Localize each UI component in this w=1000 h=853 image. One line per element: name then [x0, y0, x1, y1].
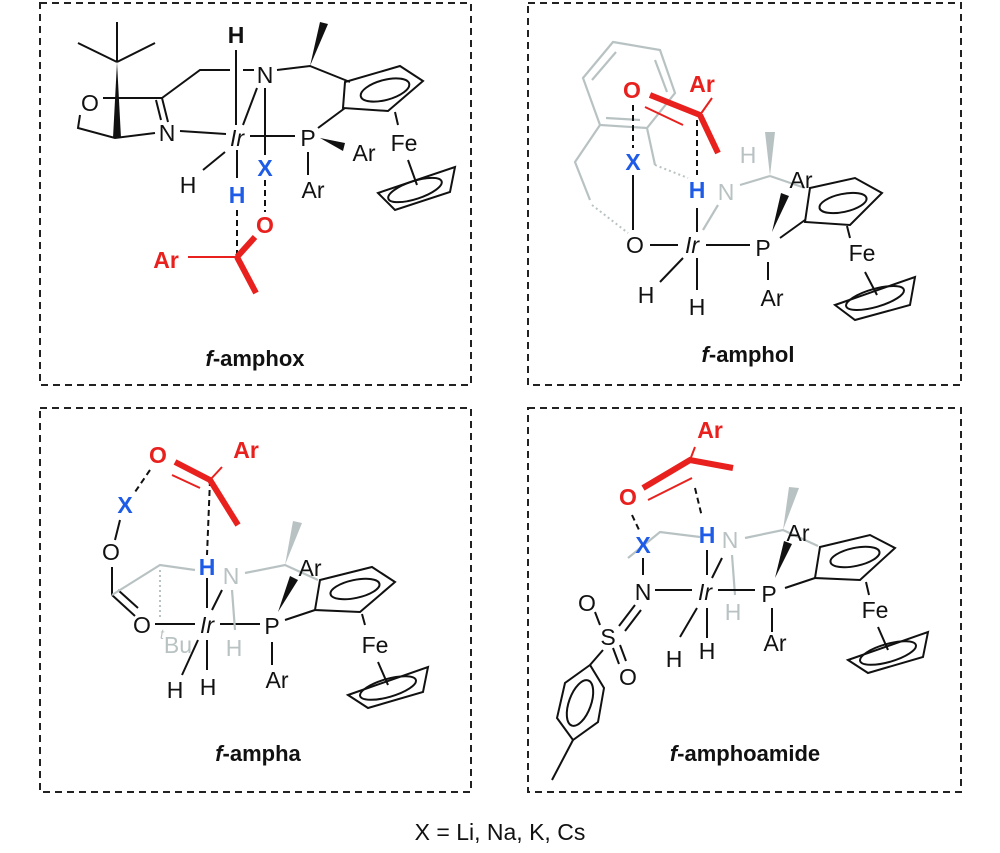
atom-x: X — [117, 492, 133, 518]
structure-amphol: O Ar X H Ar H N O Ir P Fe H H Ar f-ampho… — [573, 40, 917, 367]
atom-substrate: O — [623, 77, 641, 103]
atom: O — [619, 664, 637, 690]
caption: X = Li, Na, K, Cs — [415, 819, 586, 845]
panel-box-ampha — [39, 407, 472, 793]
atom: Ar — [764, 630, 787, 656]
compound-label: f-amphoamide — [670, 741, 820, 766]
atom: Fe — [362, 632, 389, 658]
atom: Ar — [302, 177, 325, 203]
atom-x: X — [635, 532, 651, 558]
atom: Ir — [698, 579, 713, 605]
atom: Ar — [787, 520, 810, 546]
compound-label: f-amphol — [702, 342, 795, 367]
atom: O — [81, 90, 99, 116]
atom: N — [257, 62, 274, 88]
atom-x: X — [625, 149, 641, 175]
atom: H — [740, 142, 757, 168]
atom: Fe — [391, 130, 418, 156]
structure-amphoamide: Ar O H N X Ar N Ir P O H Fe S O H H Ar f… — [551, 417, 930, 781]
atom: S — [600, 624, 615, 650]
atom-x: X — [257, 155, 273, 181]
atom: H — [638, 282, 655, 308]
atom-superscript: t — [160, 626, 165, 642]
atom: Ar — [790, 167, 813, 193]
atom: Ar — [266, 667, 289, 693]
atom: H — [167, 677, 184, 703]
atom: O — [578, 590, 596, 616]
atom-substrate: O — [619, 484, 637, 510]
atom: Ar — [761, 285, 784, 311]
atom: H — [699, 638, 716, 664]
atom: Fe — [849, 240, 876, 266]
atom-substrate: Ar — [233, 437, 259, 463]
atom: P — [300, 125, 315, 151]
structure-ampha: O Ar X O H N Ar O Ir P t Bu H Fe H H Ar … — [102, 437, 430, 766]
panel-box-amphol — [527, 2, 962, 386]
atom-substrate: Ar — [153, 247, 179, 273]
atom-hydride: H — [689, 177, 706, 203]
atom: Ir — [200, 612, 215, 638]
atom: Ar — [353, 140, 376, 166]
atom: Ar — [299, 555, 322, 581]
atom: N — [718, 179, 735, 205]
atom: P — [264, 613, 279, 639]
atom-substrate: Ar — [697, 417, 723, 443]
atom-hydride: H — [229, 182, 246, 208]
atom: H — [226, 635, 243, 661]
atom: H — [200, 674, 217, 700]
atom-substrate: O — [149, 442, 167, 468]
atom: H — [180, 172, 197, 198]
structure-amphox: H N O N Ir P Ar Fe X H H Ar O Ar f-ampho… — [76, 22, 457, 371]
atom: Bu — [164, 632, 192, 658]
atom: H — [725, 599, 742, 625]
atom: O — [626, 232, 644, 258]
panel-box-amphoamide — [527, 407, 962, 793]
compound-label: f-amphox — [205, 346, 305, 371]
atom-hydride: H — [199, 554, 216, 580]
atom: N — [159, 120, 176, 146]
atom: H — [228, 22, 245, 48]
atom-hydride: H — [699, 522, 716, 548]
compound-label: f-ampha — [215, 741, 301, 766]
atom-substrate: Ar — [689, 71, 715, 97]
atom: Ir — [685, 232, 700, 258]
atom: N — [635, 579, 652, 605]
atom: H — [666, 646, 683, 672]
atom: O — [133, 612, 151, 638]
atom: N — [223, 563, 240, 589]
atom: P — [755, 235, 770, 261]
panel-box-amphox — [39, 2, 472, 386]
atom-substrate: O — [256, 212, 274, 238]
atom: Ir — [230, 125, 245, 151]
atom: P — [761, 581, 776, 607]
atom: O — [102, 539, 120, 565]
atom: H — [689, 294, 706, 320]
atom: N — [722, 527, 739, 553]
atom: Fe — [862, 597, 889, 623]
